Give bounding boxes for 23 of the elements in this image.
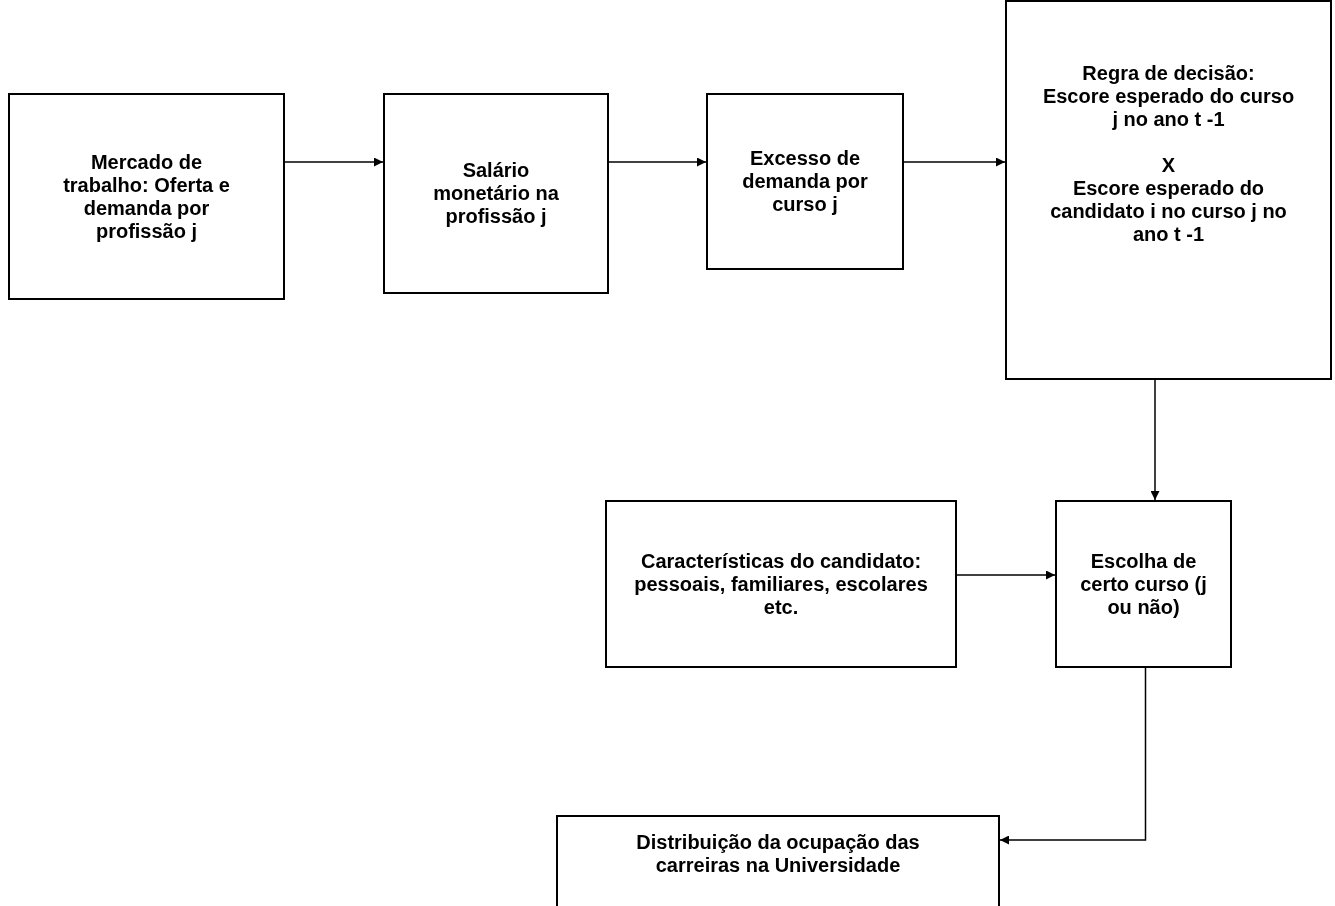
box-text: X xyxy=(1161,154,1176,177)
process-box xyxy=(383,93,609,294)
box-text: Escore esperado do curso j no ano t -1 xyxy=(1041,85,1296,131)
box-text: Excesso de demanda por curso j xyxy=(741,147,869,216)
process-box xyxy=(605,500,957,668)
arrow xyxy=(608,157,707,167)
box-text: Mercado de trabalho: Oferta e demanda por profissão j xyxy=(62,150,231,243)
process-box xyxy=(1005,0,1332,380)
arrow xyxy=(903,157,1006,167)
arrow xyxy=(956,570,1056,580)
box-text: Distribuição da ocupação das carreiras na Universidade xyxy=(635,831,921,877)
arrow xyxy=(284,157,384,167)
box-heading: Regra de decisão: xyxy=(1082,62,1255,85)
process-box xyxy=(706,93,904,270)
box-text: Escolha de certo curso (j ou não) xyxy=(1079,549,1208,619)
arrow xyxy=(1150,379,1160,501)
box-text: Salário monetário na profissão j xyxy=(432,159,560,228)
arrow xyxy=(999,667,1147,845)
box-text: Escore esperado do candidato i no curso j no ano t -1 xyxy=(1049,177,1288,246)
process-box xyxy=(556,815,1000,906)
box-text: Características do candidato: pessoais, familiares, escolares etc. xyxy=(633,549,929,619)
process-box xyxy=(8,93,285,300)
process-box xyxy=(1055,500,1232,668)
